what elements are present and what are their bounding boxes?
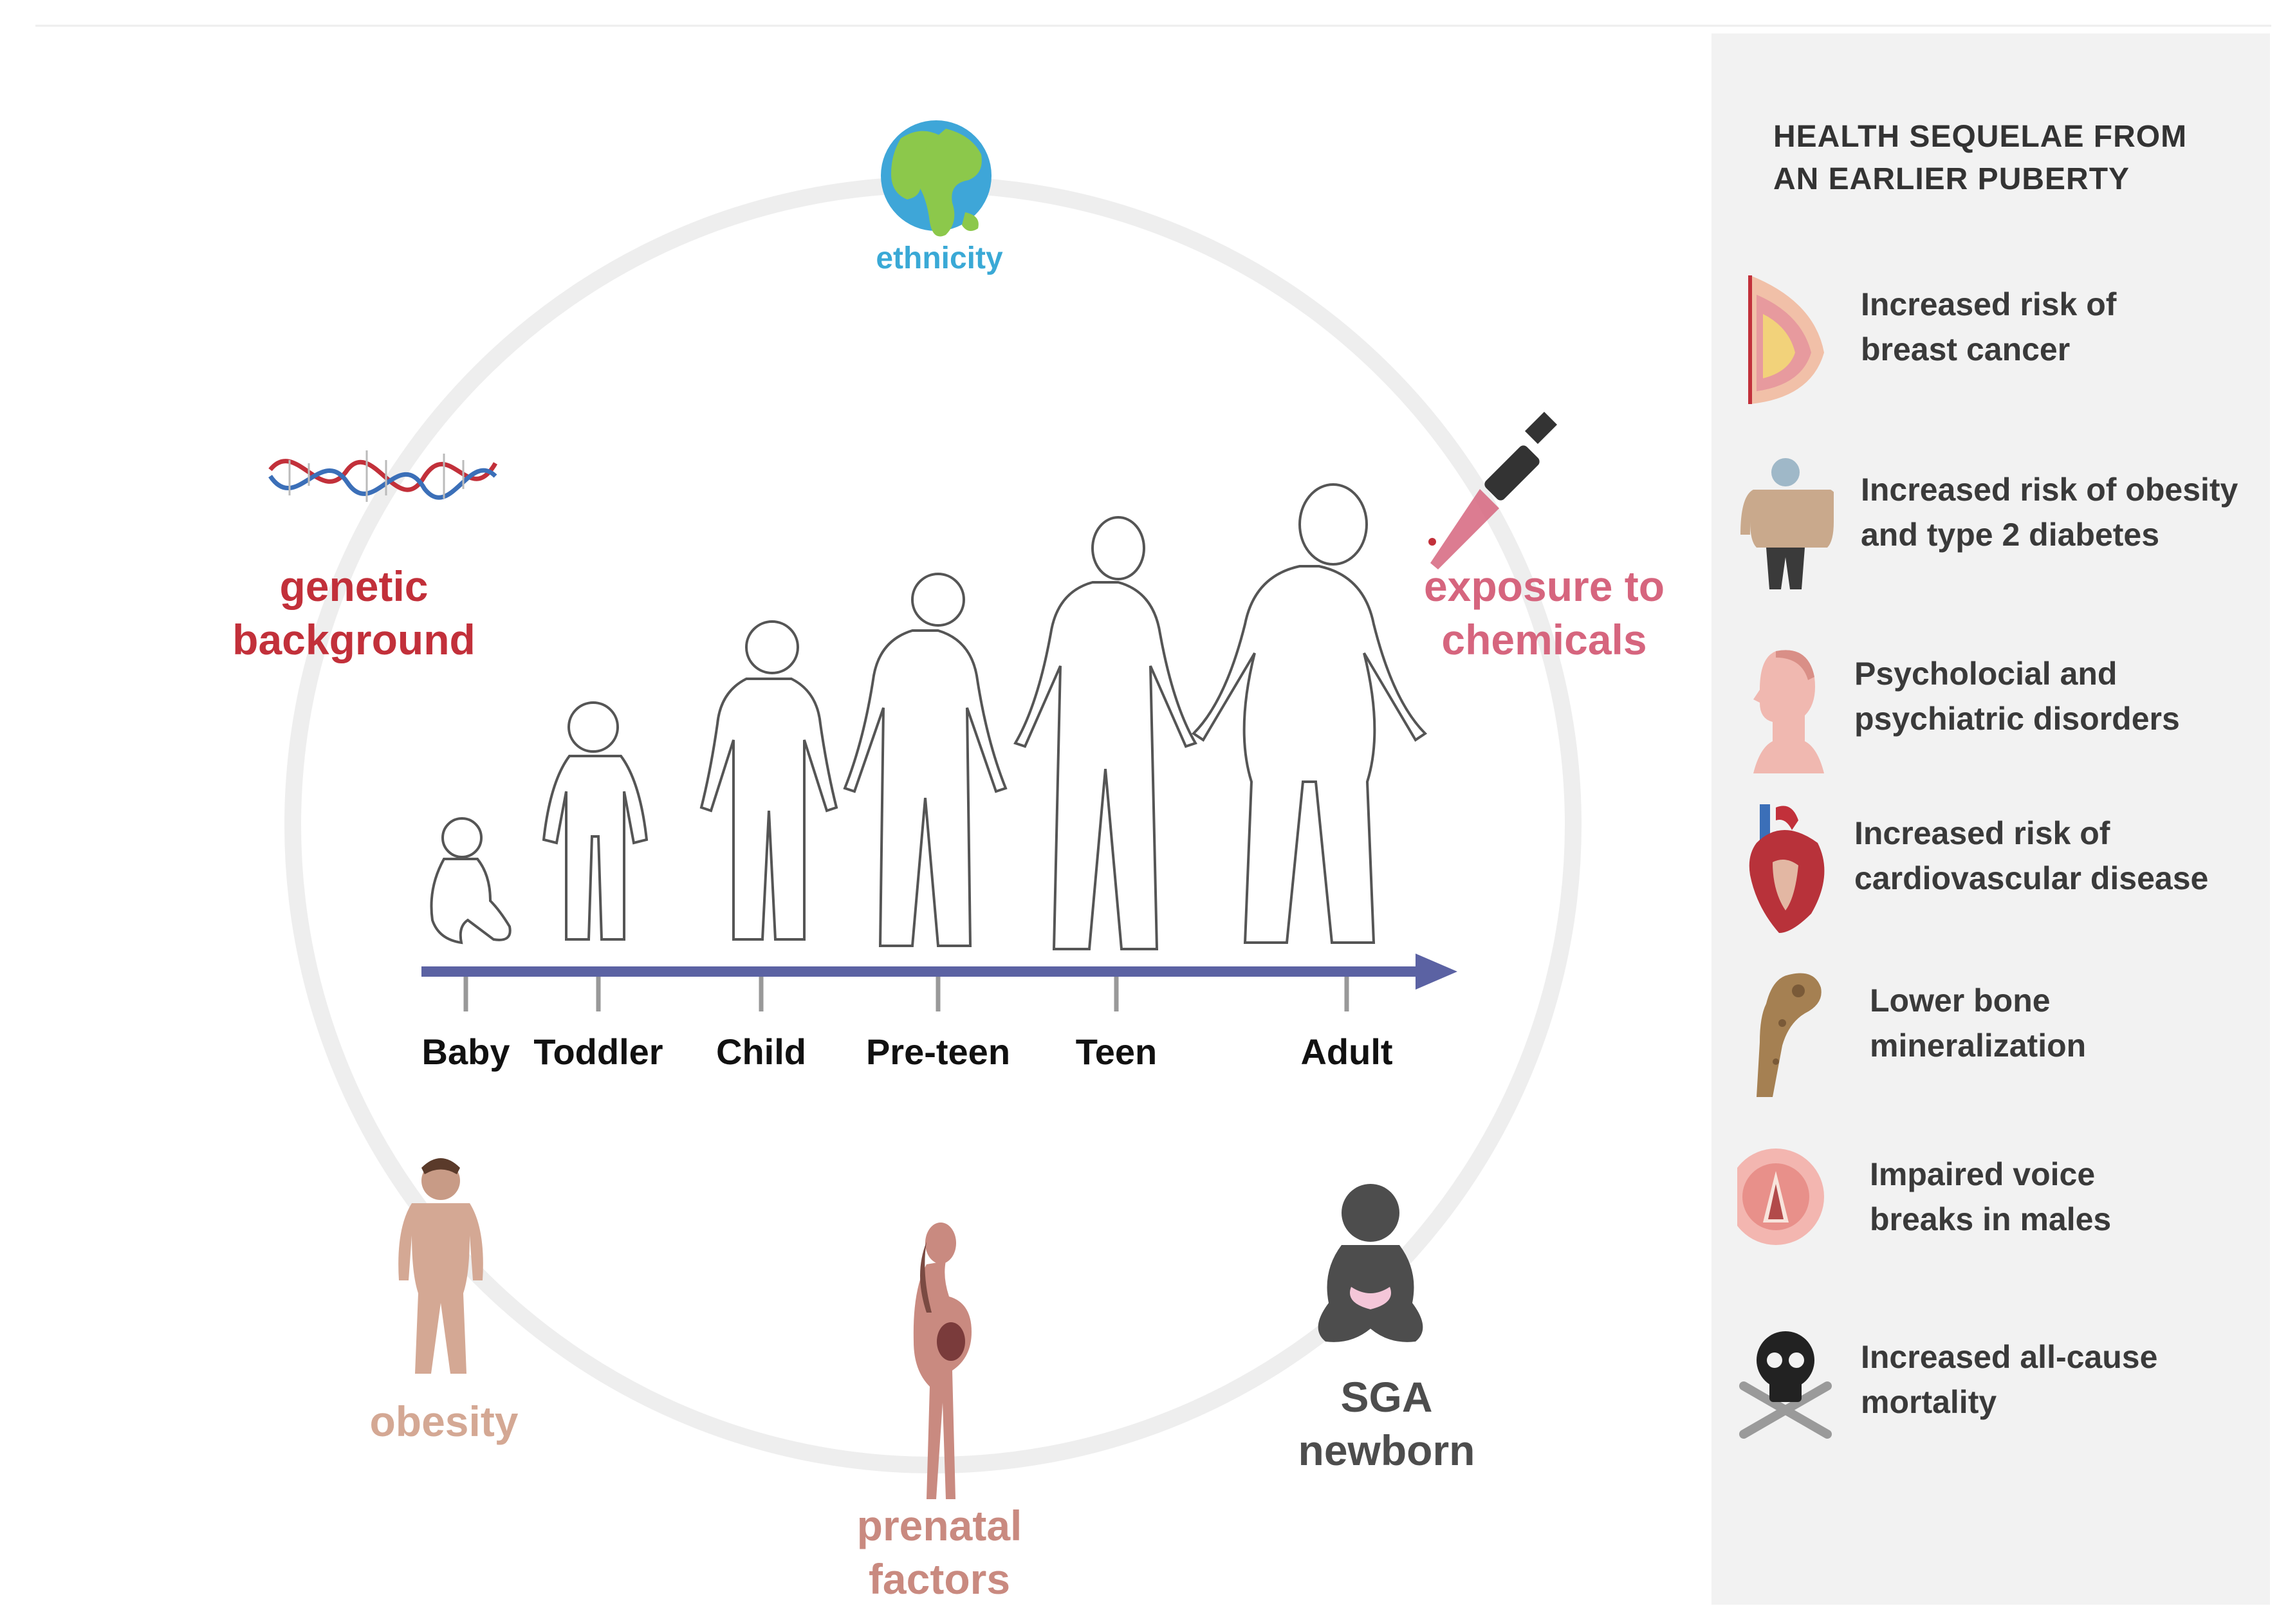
- sequela-item: Psycholocial and psychiatric disorders: [1711, 638, 2270, 786]
- head-profile-icon: [1753, 650, 1824, 773]
- pregnant-woman-icon: [913, 1223, 972, 1499]
- child-silhouette-icon: [699, 620, 838, 941]
- sequela-line: Increased risk of: [1861, 286, 2117, 322]
- ethnicity-label: ethnicity: [876, 241, 1003, 275]
- globe-icon: [881, 120, 992, 237]
- sequela-line: Impaired voice: [1870, 1156, 2096, 1192]
- sequela-text: Impaired voice breaks in males: [1870, 1152, 2269, 1242]
- panel-title-line-1: HEALTH SEQUELAE FROM: [1773, 120, 2188, 154]
- stage-label-child: Child: [716, 1031, 806, 1072]
- toddler-silhouette-icon: [542, 701, 649, 941]
- baby-silhouette-icon: [430, 817, 512, 945]
- stage-label-baby: Baby: [421, 1031, 510, 1072]
- sequela-text: Increased risk of obesity and type 2 dia…: [1861, 467, 2260, 557]
- heart-icon: [1749, 804, 1825, 933]
- dropper-icon: [1428, 412, 1557, 569]
- breast-icon: [1748, 275, 1824, 404]
- skull-crossbones-icon: [1739, 1331, 1832, 1439]
- sequela-line: Increased risk of: [1854, 815, 2110, 851]
- sga-line-1: SGA: [1340, 1373, 1433, 1421]
- obese-child-icon: [398, 1158, 483, 1374]
- teen-silhouette-icon: [1013, 516, 1197, 950]
- sequela-text: Increased risk of breast cancer: [1861, 282, 2260, 372]
- sequela-text: Psycholocial and psychiatric disorders: [1854, 651, 2253, 741]
- vocal-cords-icon: [1737, 1149, 1824, 1245]
- sga-newborn-label: SGA newborn: [1268, 1370, 1506, 1477]
- sequela-line: Psycholocial and: [1854, 656, 2117, 692]
- sequela-line: Increased risk of obesity: [1861, 472, 2238, 508]
- genetic-line-1: genetic: [279, 562, 429, 610]
- genetic-line-2: background: [232, 615, 475, 663]
- health-sequelae-panel: HEALTH SEQUELAE FROM AN EARLIER PUBERTY …: [1711, 33, 2270, 1605]
- sequela-text: Lower bone mineralization: [1870, 978, 2269, 1068]
- chemicals-line-1: exposure to: [1423, 562, 1665, 610]
- sequela-item: Lower bone mineralization: [1711, 965, 2270, 1113]
- exposure-chemicals-label: exposure to chemicals: [1403, 560, 1686, 666]
- prenatal-factors-label: prenatal factors: [811, 1499, 1068, 1605]
- sequela-item: Impaired voice breaks in males: [1711, 1139, 2270, 1287]
- adult-silhouette-icon: [1191, 483, 1428, 944]
- stage-label-adult: Adult: [1300, 1031, 1393, 1072]
- sequela-line: breast cancer: [1861, 331, 2071, 367]
- sequela-text: Increased risk of cardiovascular disease: [1854, 811, 2253, 901]
- sequela-line: psychiatric disorders: [1854, 701, 2180, 737]
- sga-newborn-icon: [1318, 1184, 1423, 1342]
- dna-icon: [268, 450, 498, 502]
- prenatal-line-1: prenatal: [856, 1502, 1022, 1549]
- timeline: [421, 954, 1457, 1011]
- stage-label-preteen: Pre-teen: [865, 1031, 1011, 1072]
- sequela-item: Increased risk of cardiovascular disease: [1711, 798, 2270, 946]
- sequela-item: Increased risk of obesity and type 2 dia…: [1711, 454, 2270, 602]
- panel-title-line-2: AN EARLIER PUBERTY: [1773, 162, 2130, 197]
- chemicals-line-2: chemicals: [1441, 615, 1647, 663]
- preteen-silhouette-icon: [843, 573, 1008, 947]
- sequela-line: Increased all-cause: [1861, 1339, 2158, 1375]
- stage-label-teen: Teen: [1075, 1031, 1158, 1072]
- bone-icon: [1757, 973, 1822, 1097]
- prenatal-line-2: factors: [868, 1555, 1011, 1603]
- sequela-line: and type 2 diabetes: [1861, 517, 2160, 553]
- sequela-line: mortality: [1861, 1384, 1997, 1420]
- obesity-label: obesity: [369, 1398, 519, 1445]
- sequela-line: breaks in males: [1870, 1201, 2112, 1237]
- sequela-item: Increased risk of breast cancer: [1711, 269, 2270, 417]
- panel-title: HEALTH SEQUELAE FROM AN EARLIER PUBERTY: [1773, 116, 2187, 201]
- sequela-line: cardiovascular disease: [1854, 860, 2209, 896]
- sequela-line: mineralization: [1870, 1028, 2087, 1064]
- genetic-background-label: genetic background: [219, 560, 489, 666]
- sequela-line: Lower bone: [1870, 983, 2051, 1019]
- sequela-item: Increased all-cause mortality: [1711, 1322, 2270, 1470]
- obese-person-icon: [1740, 458, 1834, 589]
- sequela-text: Increased all-cause mortality: [1861, 1334, 2260, 1425]
- sga-line-2: newborn: [1298, 1426, 1475, 1474]
- stage-label-toddler: Toddler: [533, 1031, 663, 1072]
